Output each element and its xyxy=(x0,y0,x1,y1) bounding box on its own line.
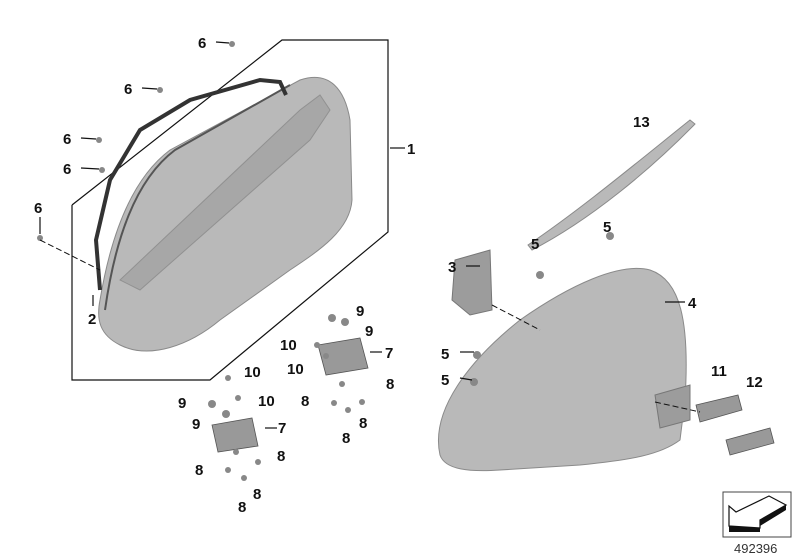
callout-6: 6 xyxy=(198,35,206,52)
callout-11: 11 xyxy=(711,363,727,380)
side-case-shell xyxy=(98,76,353,352)
callout-5: 5 xyxy=(441,346,449,363)
callout-8: 8 xyxy=(386,376,394,393)
hinge-lower xyxy=(211,417,259,453)
callout-labels: 6 6 6 6 6 1 2 13 3 5 5 4 5 5 9 9 10 10 7… xyxy=(34,35,763,516)
callout-10: 10 xyxy=(258,393,275,410)
navigate-back-arrow-icon[interactable] xyxy=(722,491,792,538)
leader-lines xyxy=(39,41,701,429)
cover-panel xyxy=(438,267,691,472)
callout-5: 5 xyxy=(531,236,539,253)
callout-8: 8 xyxy=(359,415,367,432)
trim-strip xyxy=(527,119,696,251)
pad-11 xyxy=(695,394,743,423)
callout-1: 1 xyxy=(407,141,415,158)
fasteners xyxy=(37,41,614,481)
callout-2: 2 xyxy=(88,311,96,328)
callout-9: 9 xyxy=(356,303,364,320)
callout-3: 3 xyxy=(448,259,456,276)
callout-6: 6 xyxy=(63,161,71,178)
callout-7: 7 xyxy=(278,420,286,437)
callout-8: 8 xyxy=(277,448,285,465)
callout-8: 8 xyxy=(238,499,246,516)
callout-10: 10 xyxy=(287,361,304,378)
callout-8: 8 xyxy=(301,393,309,410)
callout-6: 6 xyxy=(63,131,71,148)
callout-6: 6 xyxy=(34,200,42,217)
callout-6: 6 xyxy=(124,81,132,98)
callout-5: 5 xyxy=(603,219,611,236)
diagram-id: 492396 xyxy=(734,541,777,556)
bracket xyxy=(451,249,493,316)
group-frame xyxy=(71,39,389,381)
pad-12 xyxy=(725,427,775,456)
seal-gasket xyxy=(93,77,288,291)
callout-7: 7 xyxy=(385,345,393,362)
hinge-upper xyxy=(317,337,369,376)
callout-4: 4 xyxy=(688,295,697,312)
callout-13: 13 xyxy=(633,114,650,131)
callout-10: 10 xyxy=(244,364,261,381)
callout-8: 8 xyxy=(253,486,261,503)
callout-9: 9 xyxy=(365,323,373,340)
callout-8: 8 xyxy=(342,430,350,447)
callout-10: 10 xyxy=(280,337,297,354)
callout-5: 5 xyxy=(441,372,449,389)
callout-8: 8 xyxy=(195,462,203,479)
callout-12: 12 xyxy=(746,374,763,391)
callout-9: 9 xyxy=(192,416,200,433)
callout-9: 9 xyxy=(178,395,186,412)
